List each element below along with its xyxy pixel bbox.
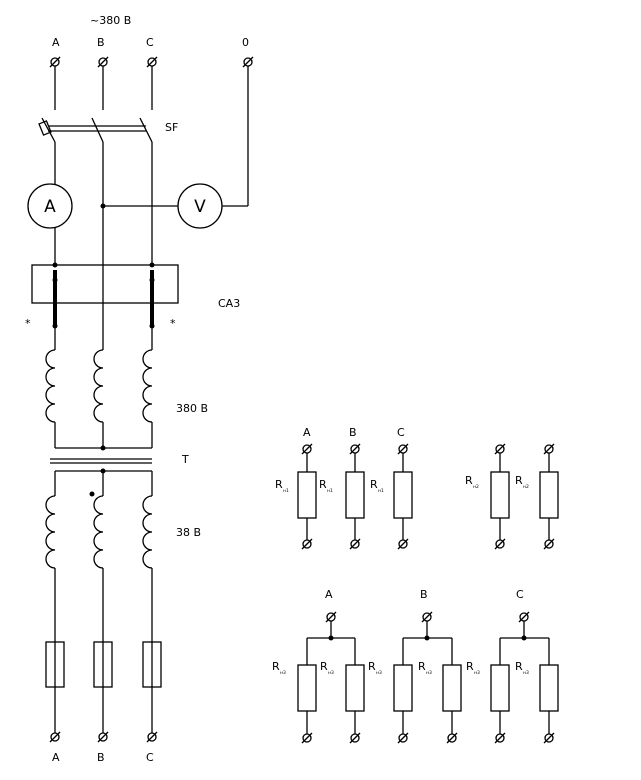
transformer-label: Т [181,453,189,466]
secondary-star-point [54,468,153,497]
load-parallel-a [297,611,365,744]
supply-voltage-label: ~380 В [90,14,131,27]
input-terminal-b [97,56,109,68]
load-single-b [345,443,365,550]
load-single-a [297,443,317,550]
output-a-label: A [52,751,60,764]
load-parallel-phase-a-label: A [325,588,333,601]
load-two-second-sub: н2 [523,484,529,490]
supply-neutral-label: 0 [242,36,249,49]
load-parallel-a1-r: R [272,660,280,673]
input-terminal-neutral [242,56,254,68]
secondary-winding-c [142,495,153,569]
load-parallel-c [490,611,559,744]
fuse-output-wires [54,687,153,733]
transformer-core [50,458,152,464]
voltmeter [100,66,249,229]
secondary-winding-b [93,495,104,569]
load-parallel-phase-c-label: C [516,588,524,601]
primary-winding-c [142,349,153,423]
load-two-first-r: R [465,474,473,487]
secondary-voltage-label: 38 В [176,526,201,539]
breaker-output-wires [54,142,153,265]
voltmeter-symbol: V [194,197,206,217]
secondary-winding-a [45,495,56,569]
supply-phase-a-label: A [52,36,60,49]
load-parallel-b1-r: R [368,660,376,673]
load-two-first [490,443,510,550]
load-single-b-r: R [319,478,327,491]
load-parallel-b1-sub: н3 [376,670,382,676]
load-single-a-r: R [275,478,283,491]
output-b-label: B [97,751,105,764]
load-single-phase-c-label: C [397,426,405,439]
load-parallel-a2-sub: н3 [328,670,334,676]
load-parallel-b2-sub: н3 [426,670,432,676]
load-parallel-phase-b-label: B [420,588,428,601]
load-single-b-sub: н1 [327,488,333,494]
primary-voltage-label: 380 В [176,402,208,415]
primary-winding-b [93,349,104,423]
load-parallel-c2-r: R [515,660,523,673]
load-parallel-a2-r: R [320,660,328,673]
load-parallel-b [393,611,462,744]
secondary-output-wires [54,568,153,642]
fuse-a [45,641,65,688]
current-transformer [31,262,179,350]
circuit-breaker [38,117,153,143]
primary-star-point [54,422,153,451]
supply-phase-b-label: B [97,36,105,49]
ct-label: СА3 [218,297,240,310]
ammeter [27,183,73,229]
output-c-label: C [146,751,154,764]
ammeter-symbol: A [44,197,56,217]
supply-wires [54,66,153,110]
load-single-phase-a-label: A [303,426,311,439]
load-two-second-r: R [515,474,523,487]
load-parallel-b2-r: R [418,660,426,673]
load-two-second [539,443,559,550]
ct-marker-right: * [170,317,176,330]
fuse-b [93,641,113,688]
input-terminal-a [49,56,61,68]
load-single-c-sub: н1 [378,488,384,494]
load-parallel-a1-sub: н3 [280,670,286,676]
fuse-c [142,641,162,688]
output-terminal-b [97,731,109,743]
load-two-first-sub: н2 [473,484,479,490]
breaker-label: SF [165,121,178,134]
load-single-a-sub: н1 [283,488,289,494]
load-single-c [393,443,413,550]
load-parallel-c1-r: R [466,660,474,673]
load-parallel-c2-sub: н3 [523,670,529,676]
load-single-phase-b-label: B [349,426,357,439]
load-parallel-c1-sub: н3 [474,670,480,676]
load-single-c-r: R [370,478,378,491]
supply-phase-c-label: C [146,36,154,49]
primary-winding-a [45,349,56,423]
output-terminal-c [146,731,158,743]
ct-marker-left: * [25,317,31,330]
output-terminal-a [49,731,61,743]
input-terminal-c [146,56,158,68]
